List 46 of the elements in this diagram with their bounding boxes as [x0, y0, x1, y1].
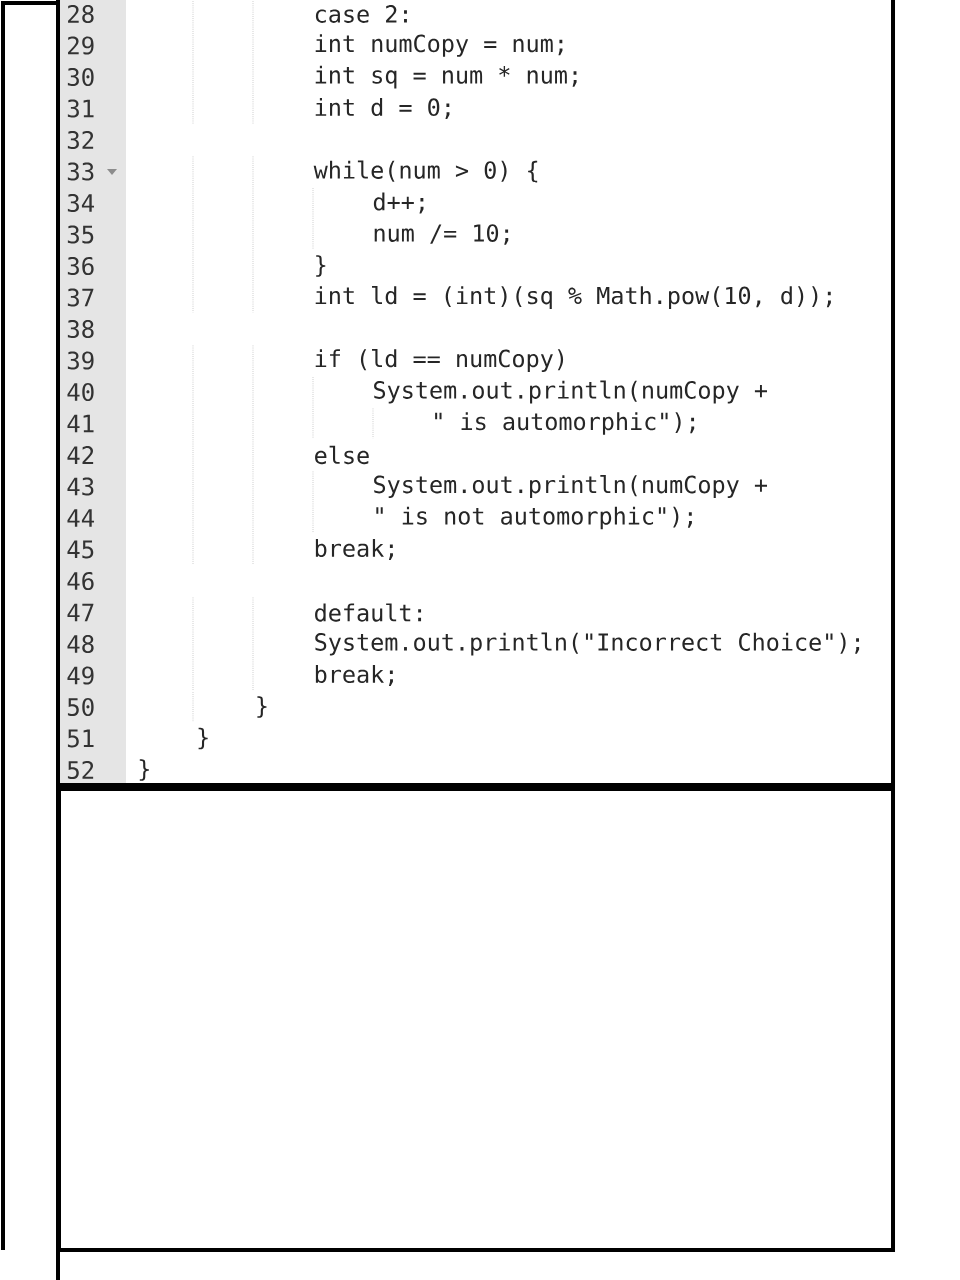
line-number: 31 [67, 99, 94, 118]
line-number: 39 [67, 351, 94, 370]
code-line: while(num > 0) { [313, 160, 538, 183]
line-number: 33 [67, 162, 94, 181]
line-number: 47 [67, 603, 94, 622]
code-line: int d = 0; [315, 97, 450, 120]
code-line: " is automorphic"); [435, 412, 695, 435]
line-number: 45 [67, 540, 94, 559]
code-line: System.out.println(numCopy + [374, 380, 767, 404]
code-line: System.out.println("Incorrect Choice"); [315, 632, 860, 656]
code-line: } [257, 696, 267, 718]
line-number: 42 [67, 446, 94, 464]
code-line: case 2: [315, 5, 407, 23]
line-number: 50 [67, 697, 94, 717]
code-line: int numCopy = num; [315, 34, 563, 57]
line-number: 32 [67, 130, 94, 150]
code-line: default: [315, 603, 422, 622]
line-number: 49 [67, 666, 94, 685]
code-line: int ld = (int)(sq % Math.pow(10, d)); [315, 286, 831, 309]
code-line: System.out.println(numCopy + [374, 475, 767, 498]
line-number: 44 [67, 509, 94, 527]
code-line: num /= 10; [374, 224, 509, 245]
code-line: } [316, 255, 326, 277]
code-line: " is not automorphic"); [376, 506, 692, 530]
line-number: 29 [68, 36, 94, 55]
line-number: 28 [68, 4, 94, 24]
line-number: 43 [67, 477, 94, 496]
code-line: d++; [373, 192, 424, 214]
code-line: } [198, 727, 208, 750]
code-line: break; [315, 538, 393, 561]
line-number: 37 [67, 288, 94, 307]
line-number: 35 [67, 225, 94, 244]
line-number: 34 [67, 193, 94, 213]
line-number: 40 [67, 382, 94, 402]
line-number: 38 [67, 319, 94, 339]
code-line: if (ld == numCopy) [315, 349, 564, 372]
line-number: 46 [67, 571, 94, 591]
code-line: else [315, 445, 369, 465]
line-number: 48 [67, 634, 94, 654]
line-number: 41 [67, 414, 94, 433]
line-number: 30 [67, 67, 94, 87]
code-line: break; [315, 664, 393, 687]
line-number: 36 [67, 256, 94, 276]
code-line: int sq = num * num; [315, 65, 577, 89]
answer-box [57, 787, 895, 1252]
line-number: 51 [67, 729, 94, 748]
